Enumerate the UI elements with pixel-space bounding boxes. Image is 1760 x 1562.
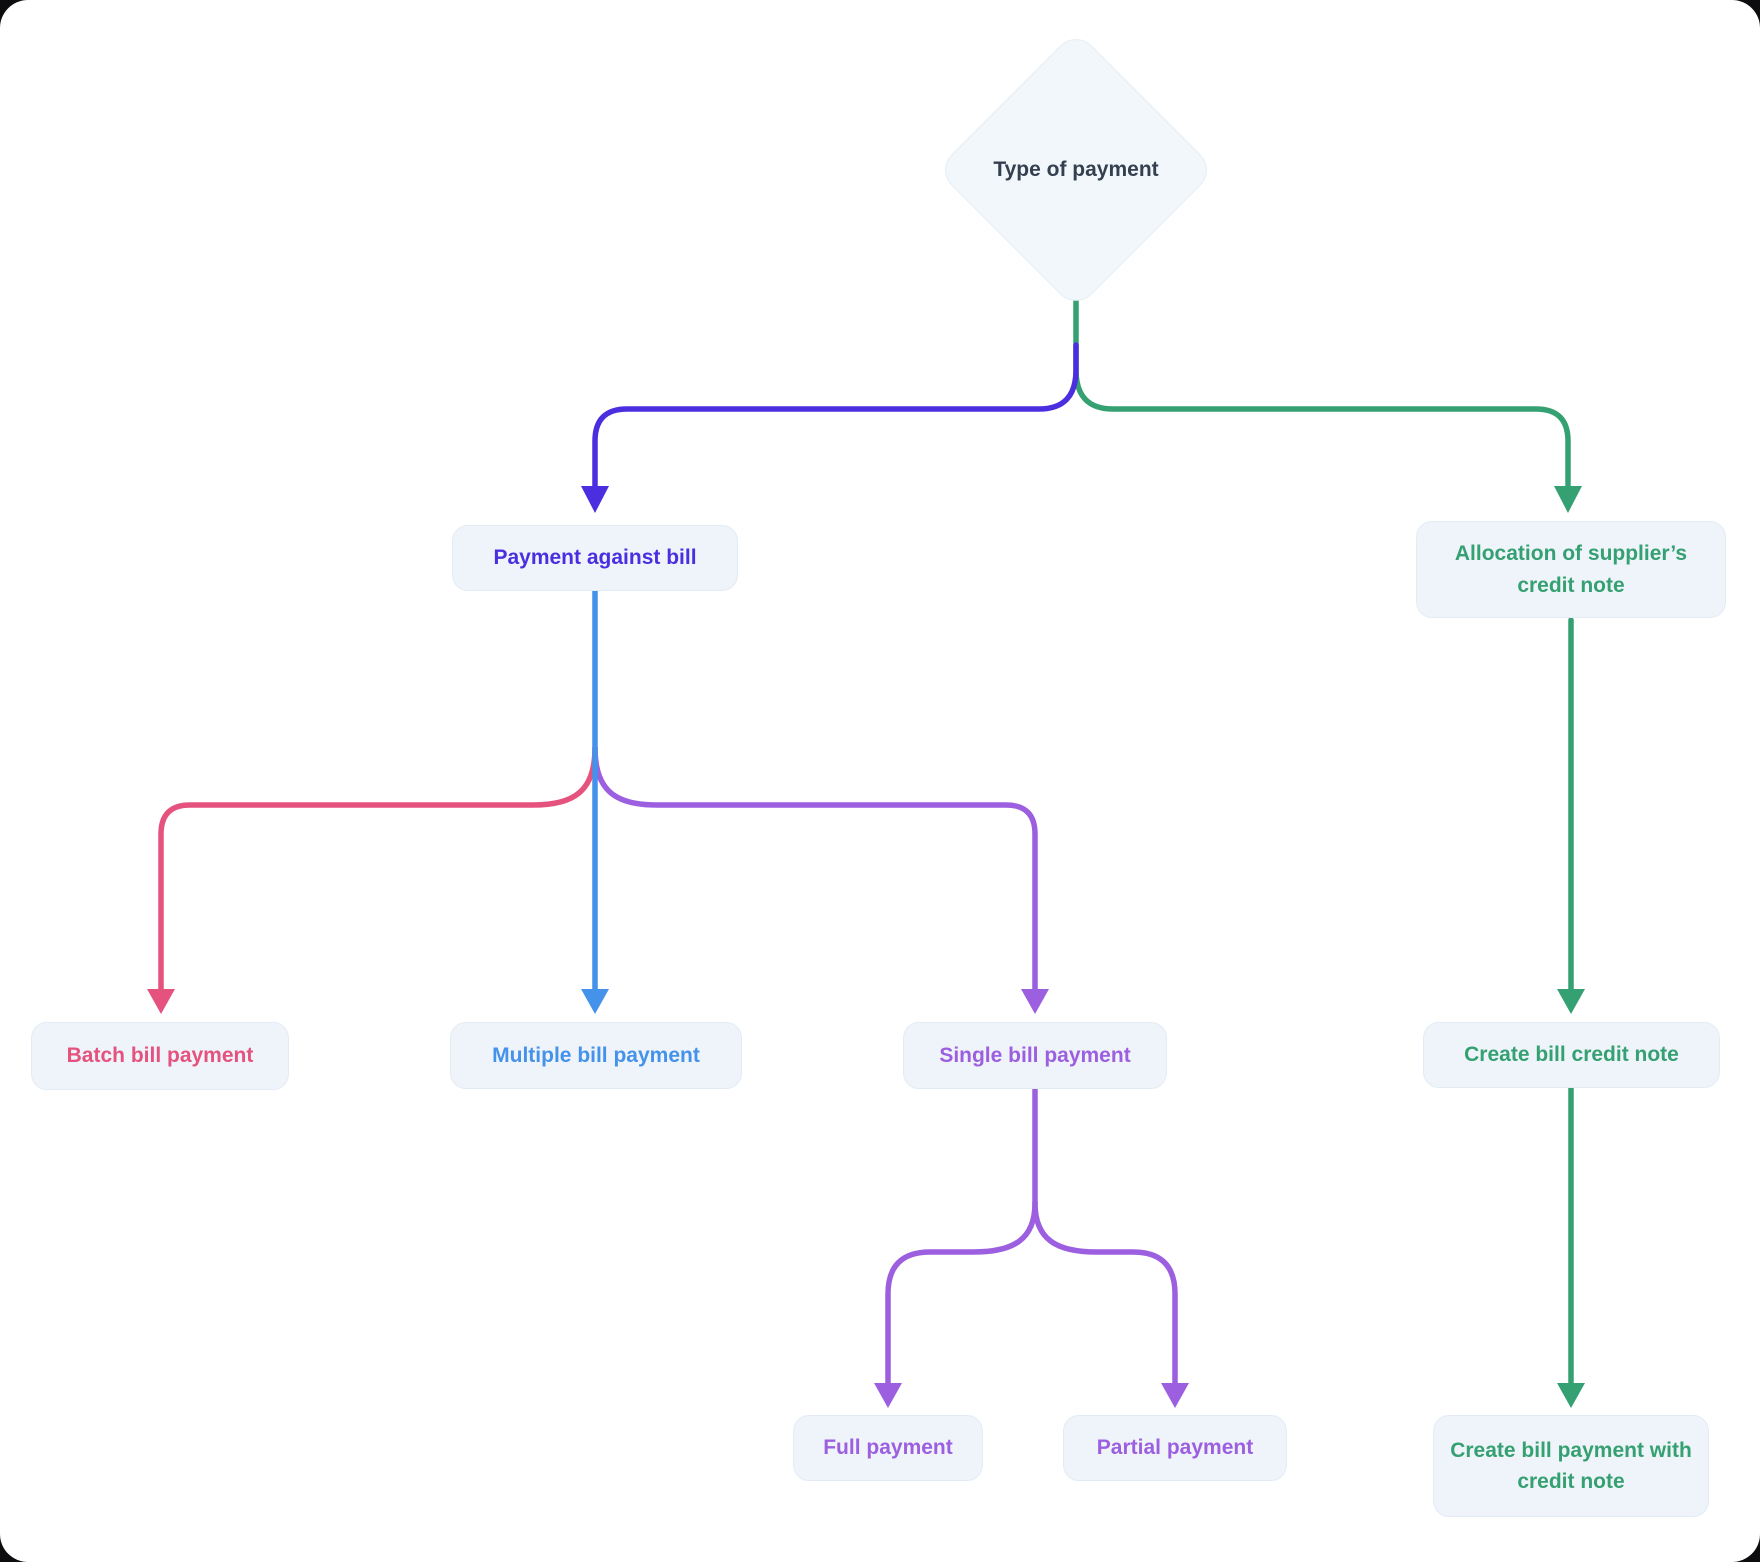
edge-single-to-partial-arrowhead <box>1161 1383 1189 1408</box>
edge-createnote-to-createpay-arrowhead <box>1557 1383 1585 1408</box>
edge-single-to-full-line <box>885 1200 1038 1387</box>
edge-single-to-partial-line <box>1032 1200 1178 1387</box>
edge-payment-to-batch-line <box>158 745 598 993</box>
node-create-bill-credit-note: Create bill credit note <box>1423 1022 1720 1088</box>
edge-payment-to-single-arrowhead <box>1021 989 1049 1014</box>
node-create-bill-payment-with-credit-note: Create bill payment with credit note <box>1433 1415 1709 1517</box>
node-single-bill-payment: Single bill payment <box>903 1022 1167 1089</box>
node-multiple-bill-payment: Multiple bill payment <box>450 1022 742 1089</box>
decision-diamond-label: Type of payment <box>993 158 1159 181</box>
edge-allocation-to-createnote-arrowhead <box>1557 989 1585 1014</box>
edge-payment-to-multiple-arrowhead <box>581 989 609 1014</box>
edge-payment-to-batch-arrowhead <box>147 989 175 1014</box>
node-allocation-supplier-credit-note: Allocation of supplier’s credit note <box>1416 521 1726 618</box>
node-batch-bill-payment: Batch bill payment <box>31 1022 289 1090</box>
node-full-payment: Full payment <box>793 1415 983 1481</box>
edge-root-to-allocation-line <box>1073 295 1571 491</box>
node-payment-against-bill: Payment against bill <box>452 525 738 591</box>
node-partial-payment: Partial payment <box>1063 1415 1287 1481</box>
edge-root-to-payment-arrowhead <box>581 486 609 513</box>
edge-root-to-payment-line <box>592 342 1079 491</box>
edge-single-to-full-arrowhead <box>874 1383 902 1408</box>
edge-payment-to-single-line <box>592 745 1038 993</box>
edge-root-to-allocation-arrowhead <box>1554 486 1582 513</box>
